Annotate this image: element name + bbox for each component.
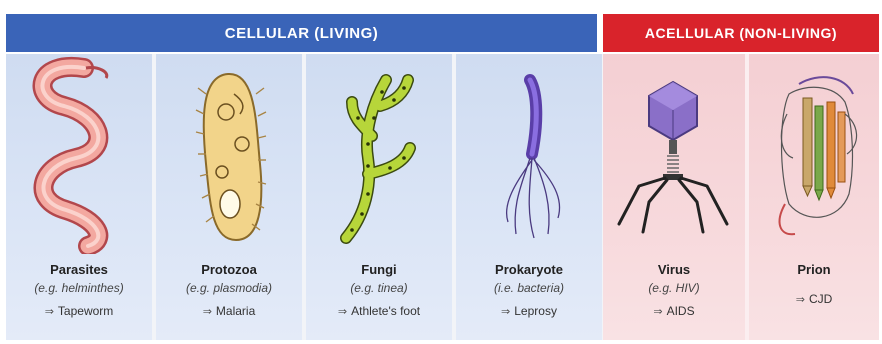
arrow-icon: ⇒ bbox=[338, 306, 347, 318]
bacterium-illustration bbox=[456, 54, 602, 254]
panel-prokaryote: Prokaryote (i.e. bacteria) ⇒ Leprosy bbox=[456, 54, 602, 340]
panels-row: Parasites (e.g. helminthes) ⇒ Tapeworm bbox=[6, 54, 879, 340]
arrow-icon: ⇒ bbox=[796, 294, 805, 306]
panel-disease: Malaria bbox=[216, 304, 255, 318]
arrow-icon: ⇒ bbox=[653, 306, 662, 318]
panel-disease: Athlete's foot bbox=[351, 304, 420, 318]
panel-title: Parasites bbox=[6, 262, 152, 277]
arrow-icon: ⇒ bbox=[501, 306, 510, 318]
virus-illustration bbox=[603, 54, 745, 254]
panel-disease-row: ⇒ CJD bbox=[749, 292, 879, 306]
panel-title: Virus bbox=[603, 262, 745, 277]
panel-title: Prion bbox=[749, 262, 879, 277]
worm-illustration bbox=[6, 54, 152, 254]
prion-illustration bbox=[749, 54, 879, 254]
acellular-nonliving-header: ACELLULAR (NON-LIVING) bbox=[603, 14, 879, 52]
fungi-illustration bbox=[306, 54, 452, 254]
arrow-icon: ⇒ bbox=[45, 306, 54, 318]
panel-protozoa: Protozoa (e.g. plasmodia) ⇒ Malaria bbox=[156, 54, 302, 340]
panel-disease: Tapeworm bbox=[58, 304, 113, 318]
panel-disease: CJD bbox=[809, 292, 832, 306]
panel-title: Protozoa bbox=[156, 262, 302, 277]
cellular-living-header: CELLULAR (LIVING) bbox=[6, 14, 597, 52]
panel-disease-row: ⇒ AIDS bbox=[603, 304, 745, 318]
panel-example: (e.g. tinea) bbox=[306, 281, 452, 295]
acellular-nonliving-label: ACELLULAR (NON-LIVING) bbox=[645, 25, 837, 41]
cellular-living-label: CELLULAR (LIVING) bbox=[225, 25, 378, 42]
panel-title: Fungi bbox=[306, 262, 452, 277]
panel-disease-row: ⇒ Tapeworm bbox=[6, 304, 152, 318]
panel-example: (e.g. plasmodia) bbox=[156, 281, 302, 295]
arrow-icon: ⇒ bbox=[203, 306, 212, 318]
panel-example: (i.e. bacteria) bbox=[456, 281, 602, 295]
panel-disease-row: ⇒ Athlete's foot bbox=[306, 304, 452, 318]
panel-fungi: Fungi (e.g. tinea) ⇒ Athlete's foot bbox=[306, 54, 452, 340]
panel-disease-row: ⇒ Malaria bbox=[156, 304, 302, 318]
panel-prion: Prion ⇒ CJD bbox=[749, 54, 879, 340]
panel-disease: AIDS bbox=[667, 304, 695, 318]
panel-title: Prokaryote bbox=[456, 262, 602, 277]
panel-parasites: Parasites (e.g. helminthes) ⇒ Tapeworm bbox=[6, 54, 152, 340]
panel-disease: Leprosy bbox=[514, 304, 557, 318]
panel-disease-row: ⇒ Leprosy bbox=[456, 304, 602, 318]
panel-example: (e.g. HIV) bbox=[603, 281, 745, 295]
panel-example: (e.g. helminthes) bbox=[6, 281, 152, 295]
panel-virus: Virus (e.g. HIV) ⇒ AIDS bbox=[603, 54, 745, 340]
protozoa-illustration bbox=[156, 54, 302, 254]
